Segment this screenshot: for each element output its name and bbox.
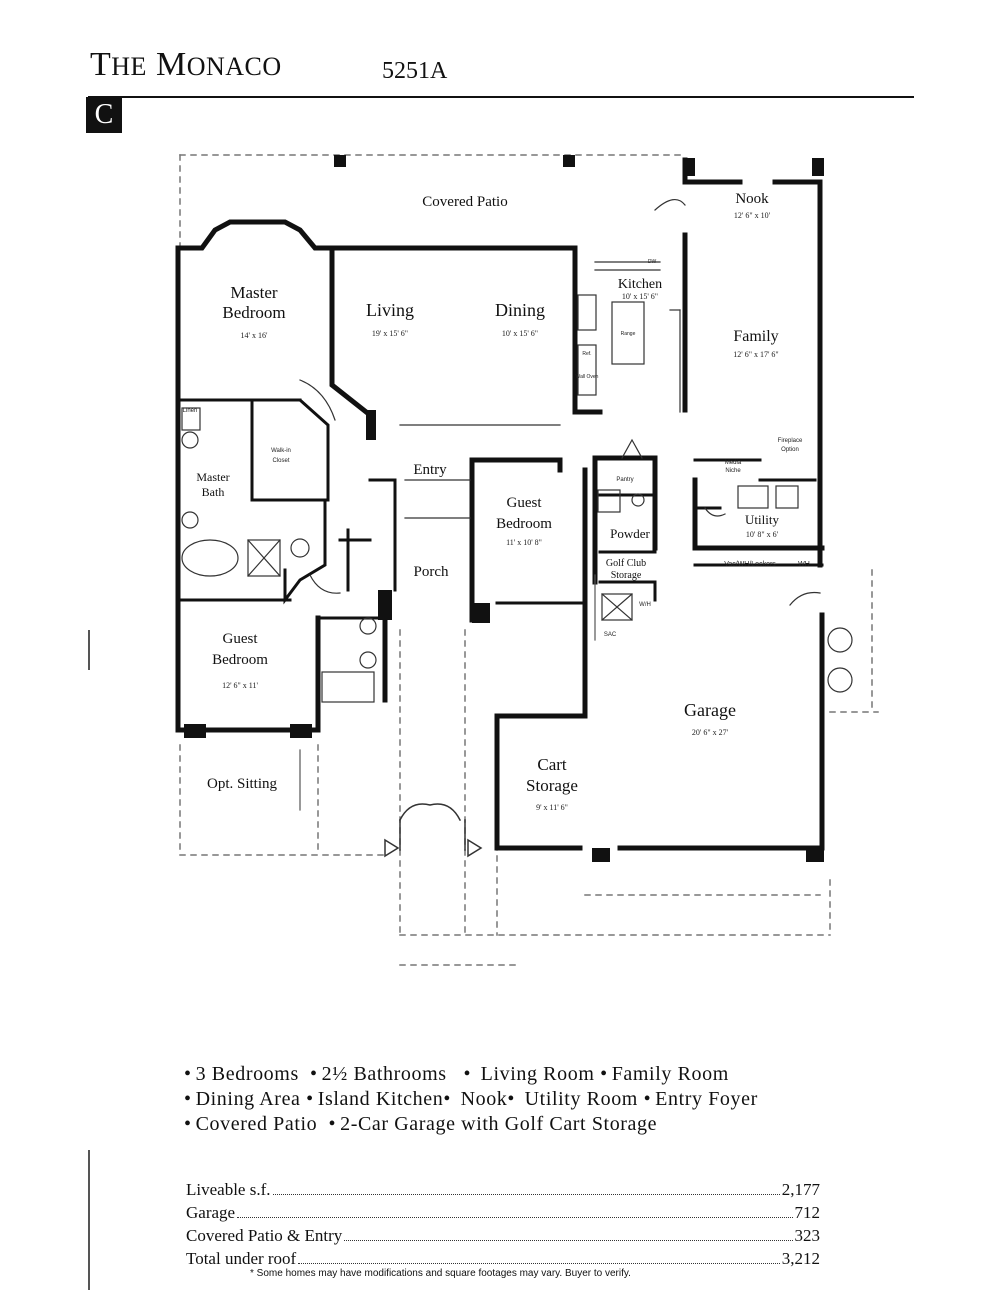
elevation-badge: C <box>86 97 122 133</box>
label-master-bedroom: Master <box>230 283 278 302</box>
plan-title: THE MONACO <box>90 46 282 83</box>
label-media-niche: Media <box>725 460 742 466</box>
feature-list: •3 Bedrooms •2½ Bathrooms • Living Room … <box>184 1062 758 1137</box>
feature-line-3: •Covered Patio •2-Car Garage with Golf C… <box>184 1113 658 1135</box>
feature-item: Family Room <box>611 1063 729 1085</box>
label-walkin: Walk-in <box>271 448 291 454</box>
label-dw: DW <box>648 259 657 265</box>
dim-family: 12' 6" x 17' 6" <box>733 350 778 359</box>
label-porch: Porch <box>414 564 449 580</box>
label-fireplace-option-2: Option <box>781 447 799 453</box>
dim-guest-bedroom-2: 12' 6" x 11' <box>222 681 258 690</box>
disclaimer-note: * Some homes may have modifications and … <box>250 1268 631 1279</box>
label-dining: Dining <box>495 300 545 320</box>
label-linen: Linen <box>183 408 198 414</box>
label-entry: Entry <box>413 462 447 478</box>
label-living: Living <box>366 300 414 320</box>
feature-item: Living Room <box>480 1063 595 1085</box>
label-cart-storage-2: Storage <box>526 776 578 795</box>
post <box>334 155 346 167</box>
label-powder: Powder <box>610 526 650 541</box>
dim-cart-storage: 9' x 11' 6" <box>536 803 568 812</box>
post <box>563 155 575 167</box>
label-guest-bedroom-2-room-2: Bedroom <box>212 652 268 668</box>
feature-item: 2-Car Garage with Golf Cart Storage <box>340 1113 658 1135</box>
dim-nook: 12' 6" x 10' <box>734 211 771 220</box>
dim-guest-bedroom: 11' x 10' 8" <box>506 538 542 547</box>
feature-item: Entry Foyer <box>655 1088 758 1110</box>
label-kitchen: Kitchen <box>618 277 662 292</box>
label-garage: Garage <box>684 700 736 720</box>
label-golf-club-storage: Golf Club <box>606 558 646 569</box>
dim-utility: 10' 8" x 6' <box>746 530 779 539</box>
dim-living: 19' x 15' 6" <box>372 329 408 338</box>
label-walkin-2: Closet <box>272 458 289 464</box>
page-edge-mark <box>88 1150 90 1290</box>
label-pantry: Pantry <box>616 477 633 483</box>
header-rule <box>88 96 914 98</box>
label-sac: SAC <box>604 632 617 638</box>
label-covered-patio: Covered Patio <box>422 194 507 210</box>
page-edge-mark <box>88 630 90 670</box>
model-number: 5251A <box>382 58 448 84</box>
dim-garage: 20' 6" x 27' <box>692 728 729 737</box>
label-cart-storage: Cart <box>537 755 567 774</box>
patio-outline <box>179 154 879 966</box>
label-wh-small: W/H <box>639 602 651 608</box>
label-guest-bedroom-2: Bedroom <box>496 516 552 532</box>
label-guest-bedroom: Guest <box>507 495 543 511</box>
feature-item: Utility Room <box>524 1088 638 1110</box>
label-vac-lockers: Vac/WH/Lockers <box>724 561 776 568</box>
dim-kitchen: 10' x 15' 6" <box>622 292 658 301</box>
label-master-bath: Master <box>196 470 229 484</box>
feature-item: Covered Patio <box>195 1113 318 1135</box>
feature-line-1: •3 Bedrooms •2½ Bathrooms • Living Room … <box>184 1063 729 1085</box>
label-master-bedroom-2: Bedroom <box>222 303 285 322</box>
label-guest-bedroom-2-room: Guest <box>223 631 259 647</box>
dim-master-bedroom: 14' x 16' <box>241 331 268 340</box>
label-utility: Utility <box>745 512 779 527</box>
label-wh: WH <box>798 561 810 568</box>
feature-item: Island Kitchen <box>317 1088 444 1110</box>
feature-item: Nook <box>460 1088 508 1110</box>
feature-item: Dining Area <box>195 1088 301 1110</box>
exterior-walls <box>175 157 825 851</box>
label-nook: Nook <box>735 191 769 207</box>
fixtures <box>181 199 853 703</box>
feature-line-2: •Dining Area •Island Kitchen• Nook• Util… <box>184 1088 758 1110</box>
interior-walls <box>176 398 824 620</box>
label-fireplace-option: Fireplace <box>778 438 803 444</box>
stat-row: Liveable s.f.2,177 <box>186 1180 820 1199</box>
feature-item: 2½ Bathrooms <box>321 1063 447 1085</box>
label-wall-oven: Wall Oven <box>576 374 599 380</box>
label-golf-club-storage-2: Storage <box>611 570 642 581</box>
dim-dining: 10' x 15' 6" <box>502 329 538 338</box>
label-family: Family <box>733 328 778 345</box>
label-opt-sitting: Opt. Sitting <box>207 776 278 792</box>
label-master-bath-2: Bath <box>202 485 225 499</box>
floor-plan: Covered Patio Nook 12' 6" x 10' Master B… <box>175 154 879 966</box>
label-media-niche-2: Niche <box>725 468 741 474</box>
label-range: Range <box>621 331 636 337</box>
label-ref: Ref. <box>582 351 591 357</box>
feature-item: 3 Bedrooms <box>195 1063 299 1085</box>
